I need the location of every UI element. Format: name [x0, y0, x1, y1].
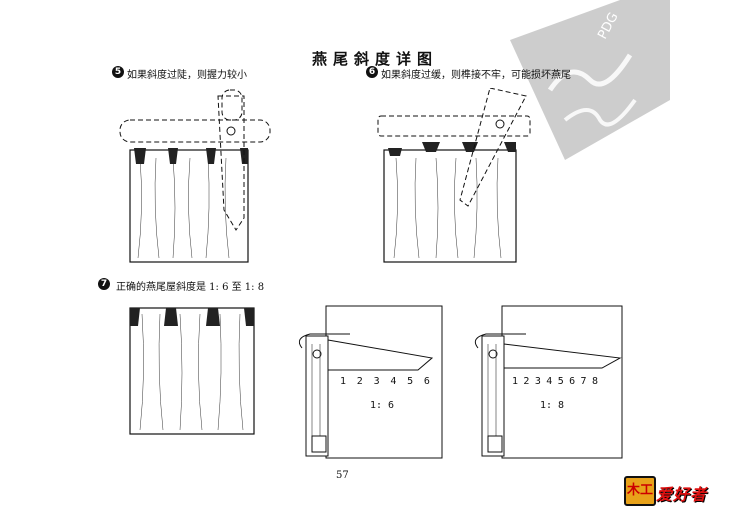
- shallow-dovetail-illustration: [377, 88, 531, 263]
- site-logo: 木工 爱好者: [624, 476, 744, 506]
- scale-tick: 4: [546, 376, 553, 387]
- figure-number-badge: 5: [112, 66, 124, 78]
- page-number: 57: [336, 470, 349, 481]
- ratio-label: 1: 6: [370, 400, 395, 411]
- logo-text: 爱好者: [656, 485, 708, 504]
- scale-tick: 8: [591, 376, 598, 387]
- slope-gauge-1-6: [298, 305, 443, 459]
- scale-tick: 5: [407, 376, 414, 387]
- gauge-scale: 1 2 3 4 5 6 7 8: [512, 376, 598, 387]
- scale-tick: 6: [569, 376, 576, 387]
- slope-gauge-1-8: [474, 305, 623, 459]
- scale-tick: 4: [390, 376, 397, 387]
- scale-tick: 6: [423, 376, 430, 387]
- logo-mark: 木工: [624, 476, 656, 506]
- scale-tick: 2: [356, 376, 363, 387]
- scale-tick: 5: [557, 376, 564, 387]
- scale-tick: 7: [580, 376, 587, 387]
- gauge-scale: 1 2 3 4 5 6: [340, 376, 430, 387]
- scale-tick: 3: [373, 376, 380, 387]
- figure-number-badge: 6: [366, 66, 378, 78]
- figure-caption: 正确的燕尾屋斜度是 1: 6 至 1: 8: [116, 282, 265, 293]
- figure-caption: 如果斜度过陡，则握力较小: [127, 70, 247, 81]
- scale-tick: 3: [534, 376, 541, 387]
- steep-dovetail-illustration: [119, 89, 271, 263]
- page-title: 燕尾斜度详图: [311, 50, 438, 68]
- figure-caption: 如果斜度过缓，则榫接不牢，可能损坏燕尾: [381, 70, 571, 81]
- scale-tick: 1: [340, 376, 347, 387]
- ratio-label: 1: 8: [540, 400, 565, 411]
- scale-tick: 1: [512, 376, 519, 387]
- watermark-stamp: PDG: [510, 0, 670, 160]
- scale-tick: 2: [523, 376, 530, 387]
- figure-number-badge: 7: [98, 278, 110, 290]
- correct-dovetail-illustration: [129, 307, 255, 435]
